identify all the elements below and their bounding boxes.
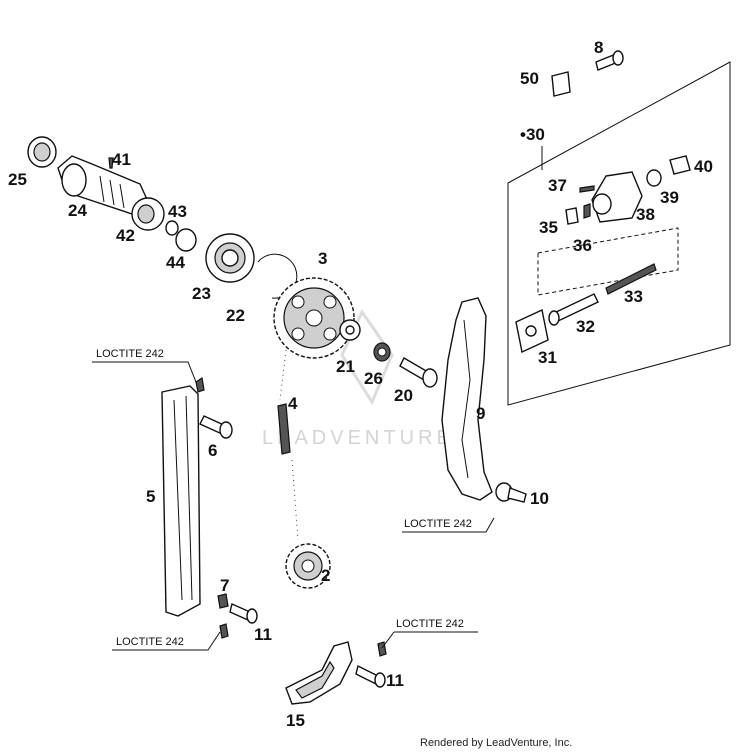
callout-44: 44 xyxy=(166,253,185,272)
callout-32: 32 xyxy=(576,317,595,336)
part-11-bolt-left xyxy=(219,603,258,639)
callout-23: 23 xyxy=(192,284,211,303)
callout-25: 25 xyxy=(8,170,27,189)
callout-11-right: 11 xyxy=(386,671,404,690)
part-41-pin xyxy=(108,157,114,169)
callout-4: 4 xyxy=(288,394,298,413)
part-6-bolt xyxy=(195,376,233,439)
callout-30: •30 xyxy=(520,125,545,144)
part-35-ball xyxy=(565,207,579,225)
watermark: LEADVENTURE xyxy=(262,309,454,449)
callout-2: 2 xyxy=(321,566,330,585)
part-44-ring xyxy=(175,228,197,252)
callout-41: 41 xyxy=(112,150,131,169)
part-20-bolt xyxy=(399,357,438,388)
part-21-washer xyxy=(339,319,361,341)
chain-path xyxy=(279,349,299,541)
callout-11-left: 11 xyxy=(254,625,272,644)
callout-3: 3 xyxy=(318,249,327,268)
part-7-spring xyxy=(217,593,229,609)
callout-26: 26 xyxy=(364,369,383,388)
callout-33: 33 xyxy=(624,287,643,306)
loctite-leaders xyxy=(92,361,495,651)
part-15-guide xyxy=(285,641,353,705)
callout-15: 15 xyxy=(286,711,305,730)
part-2-crank-sprocket xyxy=(285,543,331,589)
loctite-label-c: LOCTITE 242 xyxy=(116,636,184,648)
callout-9: 9 xyxy=(476,404,485,423)
part-11-bolt-right xyxy=(355,641,387,688)
callout-6: 6 xyxy=(208,441,217,460)
render-credit: Rendered by LeadVenture, Inc. xyxy=(420,737,572,749)
callout-50: 50 xyxy=(520,69,539,88)
callout-22: 22 xyxy=(226,306,245,325)
part-38-housing xyxy=(591,171,643,223)
part-32-plunger xyxy=(548,293,599,326)
callout-43: 43 xyxy=(168,202,187,221)
part-3-cam-sprocket xyxy=(273,277,355,359)
loctite-label-a: LOCTITE 242 xyxy=(96,348,164,360)
watermark-text: LEADVENTURE xyxy=(262,427,454,449)
callout-38: 38 xyxy=(636,205,655,224)
loctite-label-b: LOCTITE 242 xyxy=(404,518,472,530)
part-31-gasket xyxy=(515,308,549,354)
part-36-spring xyxy=(583,203,591,219)
callout-35: 35 xyxy=(539,218,558,237)
part-37-pin xyxy=(579,185,595,193)
tensioner-group-frame xyxy=(507,61,731,406)
part-26-nut xyxy=(373,342,391,362)
part-4-chain xyxy=(277,403,291,455)
part-50-clip xyxy=(551,71,571,97)
callout-5: 5 xyxy=(146,487,155,506)
part-8-screw xyxy=(595,50,624,71)
part-5-guide-rail xyxy=(161,385,201,617)
callout-7: 7 xyxy=(220,576,229,595)
callout-31: 31 xyxy=(538,348,557,367)
part-43-ring xyxy=(165,220,179,236)
part-10-bolt xyxy=(495,482,527,503)
loctite-label-d: LOCTITE 242 xyxy=(396,618,464,630)
callout-40: 40 xyxy=(694,157,713,176)
callout-21: 21 xyxy=(336,357,355,376)
callout-8: 8 xyxy=(594,38,603,57)
callout-42: 42 xyxy=(116,226,135,245)
part-42-gear xyxy=(131,197,165,231)
part-33-spring xyxy=(605,263,657,295)
part-25-bearing xyxy=(27,136,57,168)
part-23-ball-bearing xyxy=(205,233,255,283)
callout-10: 10 xyxy=(530,489,549,508)
callout-39: 39 xyxy=(660,188,679,207)
callout-24: 24 xyxy=(68,201,87,220)
callout-36: 36 xyxy=(573,236,592,255)
part-39-seal xyxy=(646,169,662,187)
part-40-plug xyxy=(669,155,691,175)
part-9-tensioning-rail xyxy=(441,297,493,501)
callout-37: 37 xyxy=(548,176,567,195)
callout-20: 20 xyxy=(394,386,413,405)
